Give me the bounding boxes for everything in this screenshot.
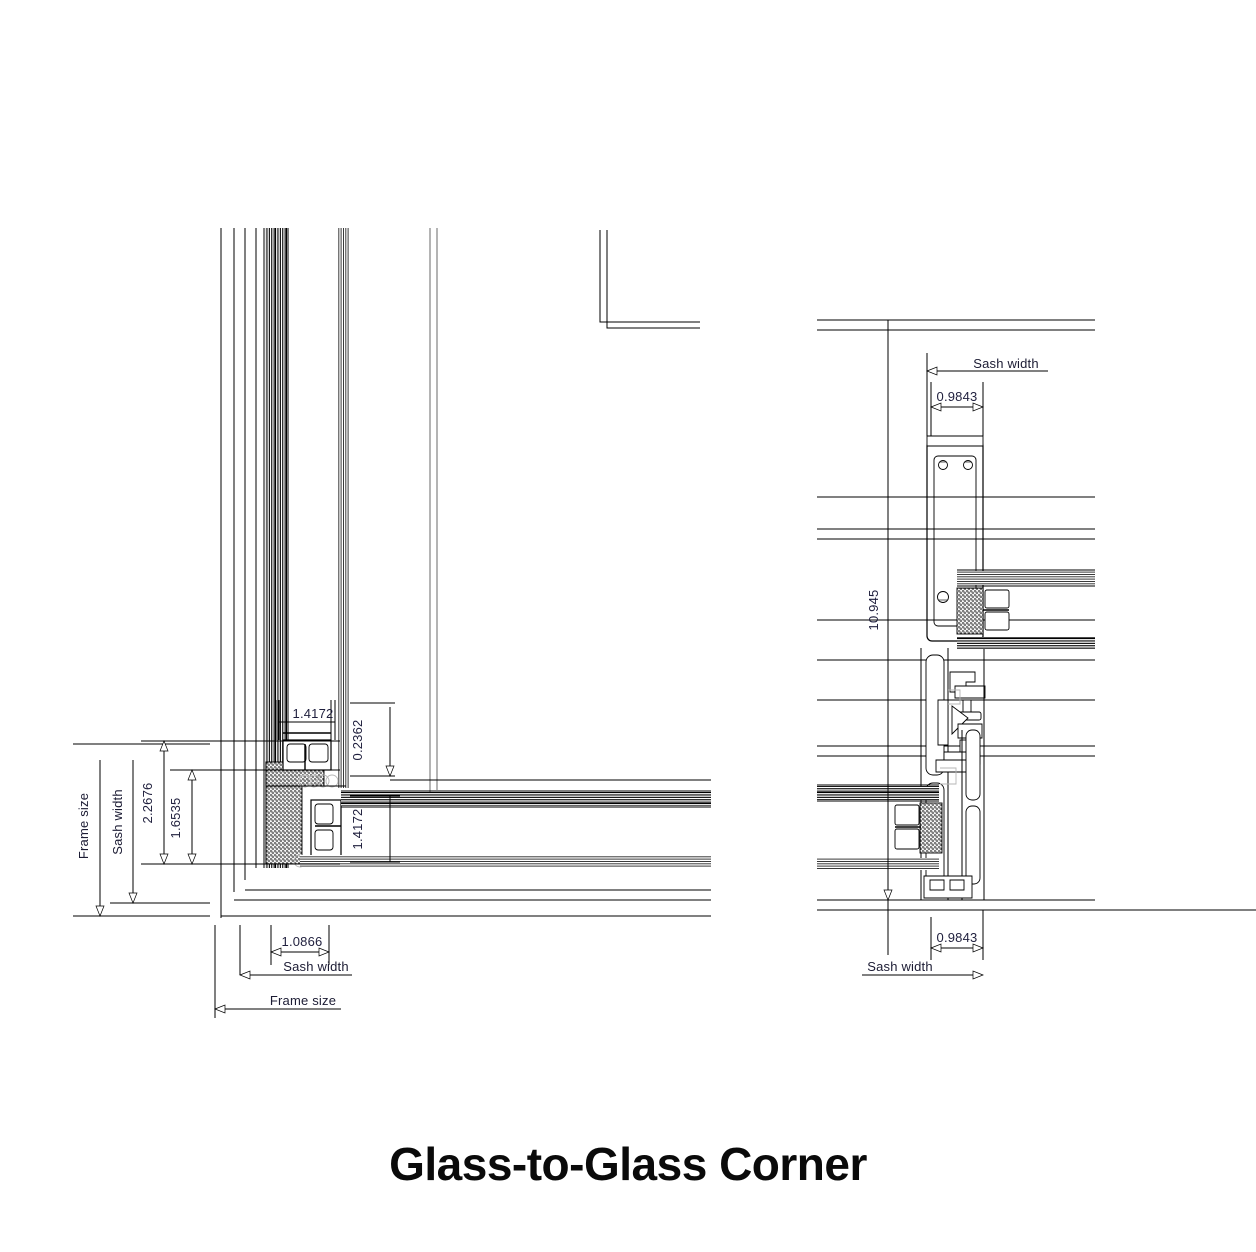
section-glass-unit-upper <box>956 569 1095 649</box>
dimension-label-sash-width-bottom: Sash width <box>867 959 933 974</box>
glass-lamination-section-upper-inner <box>957 637 1095 649</box>
section-top-dimension-group: Sash width 0.9843 <box>926 353 1048 436</box>
dimension-0-9843-top: 0.9843 <box>930 382 984 436</box>
dimension-0-9843-bottom: 0.9843 <box>930 910 984 960</box>
dimension-value-10-945: 10.945 <box>866 590 881 631</box>
plan-return-corner-profile <box>599 230 700 329</box>
glass-lamination-horizontal <box>341 792 711 806</box>
dimension-value-1-4172-right: 1.4172 <box>350 809 365 850</box>
dimension-value-0-9843-top: 0.9843 <box>937 389 978 404</box>
glazing-leg-right <box>961 640 985 900</box>
section-top-reference-lines <box>817 319 1095 331</box>
mullion-end-cap-bottom <box>923 875 973 899</box>
dimension-0-2362: 0.2362 <box>350 702 395 777</box>
dimension-1-6535: 1.6535 <box>168 769 340 865</box>
dimension-value-0-2362: 0.2362 <box>350 720 365 761</box>
structural-sealant-section-lower <box>919 802 943 854</box>
glass-lamination-vertical <box>265 228 287 868</box>
glass-lamination-vertical-inner <box>337 228 349 788</box>
structural-sealant-section-upper <box>956 587 984 635</box>
dimension-label-frame-size-horizontal: Frame size <box>270 993 336 1008</box>
plan-corner-joint-assembly <box>265 700 346 868</box>
glass-lamination-section-lower <box>817 786 939 800</box>
glass-lamination-horizontal-inner <box>300 855 711 867</box>
plan-horizontal-dimension-group: 1.0866 Sash width Frame size <box>214 925 352 1018</box>
dimension-sash-width-vertical: Sash width <box>110 743 210 904</box>
sash-profile-upper <box>282 739 332 771</box>
dimension-sash-width-bottom: Sash width <box>862 959 984 980</box>
dimension-1-4172-top: 1.4172 <box>278 700 336 740</box>
dimension-value-1-4172-top: 1.4172 <box>293 706 334 721</box>
plan-vertical-inner-glass <box>337 228 349 788</box>
section-horizontal-sightlines <box>817 496 1256 911</box>
dimension-sash-width-horizontal: Sash width <box>239 925 352 980</box>
dimension-value-0-9843-bottom: 0.9843 <box>937 930 978 945</box>
dimension-1-0866: 1.0866 <box>270 925 330 965</box>
section-glass-unit-lower <box>817 784 943 870</box>
section-detail: Sash width 0.9843 10.945 <box>817 319 1256 980</box>
plan-horizontal-reference-lines <box>221 779 711 917</box>
plan-horizontal-glass-unit <box>300 790 711 867</box>
dimension-label-sash-width-horizontal: Sash width <box>283 959 349 974</box>
glass-lamination-section-upper <box>957 571 1095 585</box>
plan-vertical-reference-lines <box>220 228 257 918</box>
glass-lamination-section-lower-inner <box>817 858 939 870</box>
dimension-label-sash-width-top: Sash width <box>973 356 1039 371</box>
drawing-title: Glass-to-Glass Corner <box>389 1138 867 1190</box>
plan-vertical-dimension-group: Frame size Sash width 2.2676 <box>73 740 340 917</box>
plan-right-reference-lines <box>429 228 438 800</box>
dimension-frame-size-horizontal: Frame size <box>214 925 341 1018</box>
dimension-value-2-2676: 2.2676 <box>140 783 155 824</box>
dimension-label-frame-size-vertical: Frame size <box>76 793 91 859</box>
dimension-1-4172-right: 1.4172 <box>350 795 400 863</box>
plan-vertical-glass-unit <box>263 228 289 868</box>
dimension-value-1-0866: 1.0866 <box>282 934 323 949</box>
mullion-end-cap-top <box>926 435 984 447</box>
sash-profile-lower <box>310 799 342 859</box>
plan-corner-detail: Frame size Sash width 2.2676 <box>73 228 711 1018</box>
section-bottom-dimension-group: 0.9843 Sash width <box>862 910 984 980</box>
dimension-label-sash-width-vertical: Sash width <box>110 789 125 855</box>
dimension-sash-width-top: Sash width <box>926 353 1048 436</box>
dimension-10-945: 10.945 <box>866 330 893 901</box>
dimension-value-1-6535: 1.6535 <box>168 798 183 839</box>
